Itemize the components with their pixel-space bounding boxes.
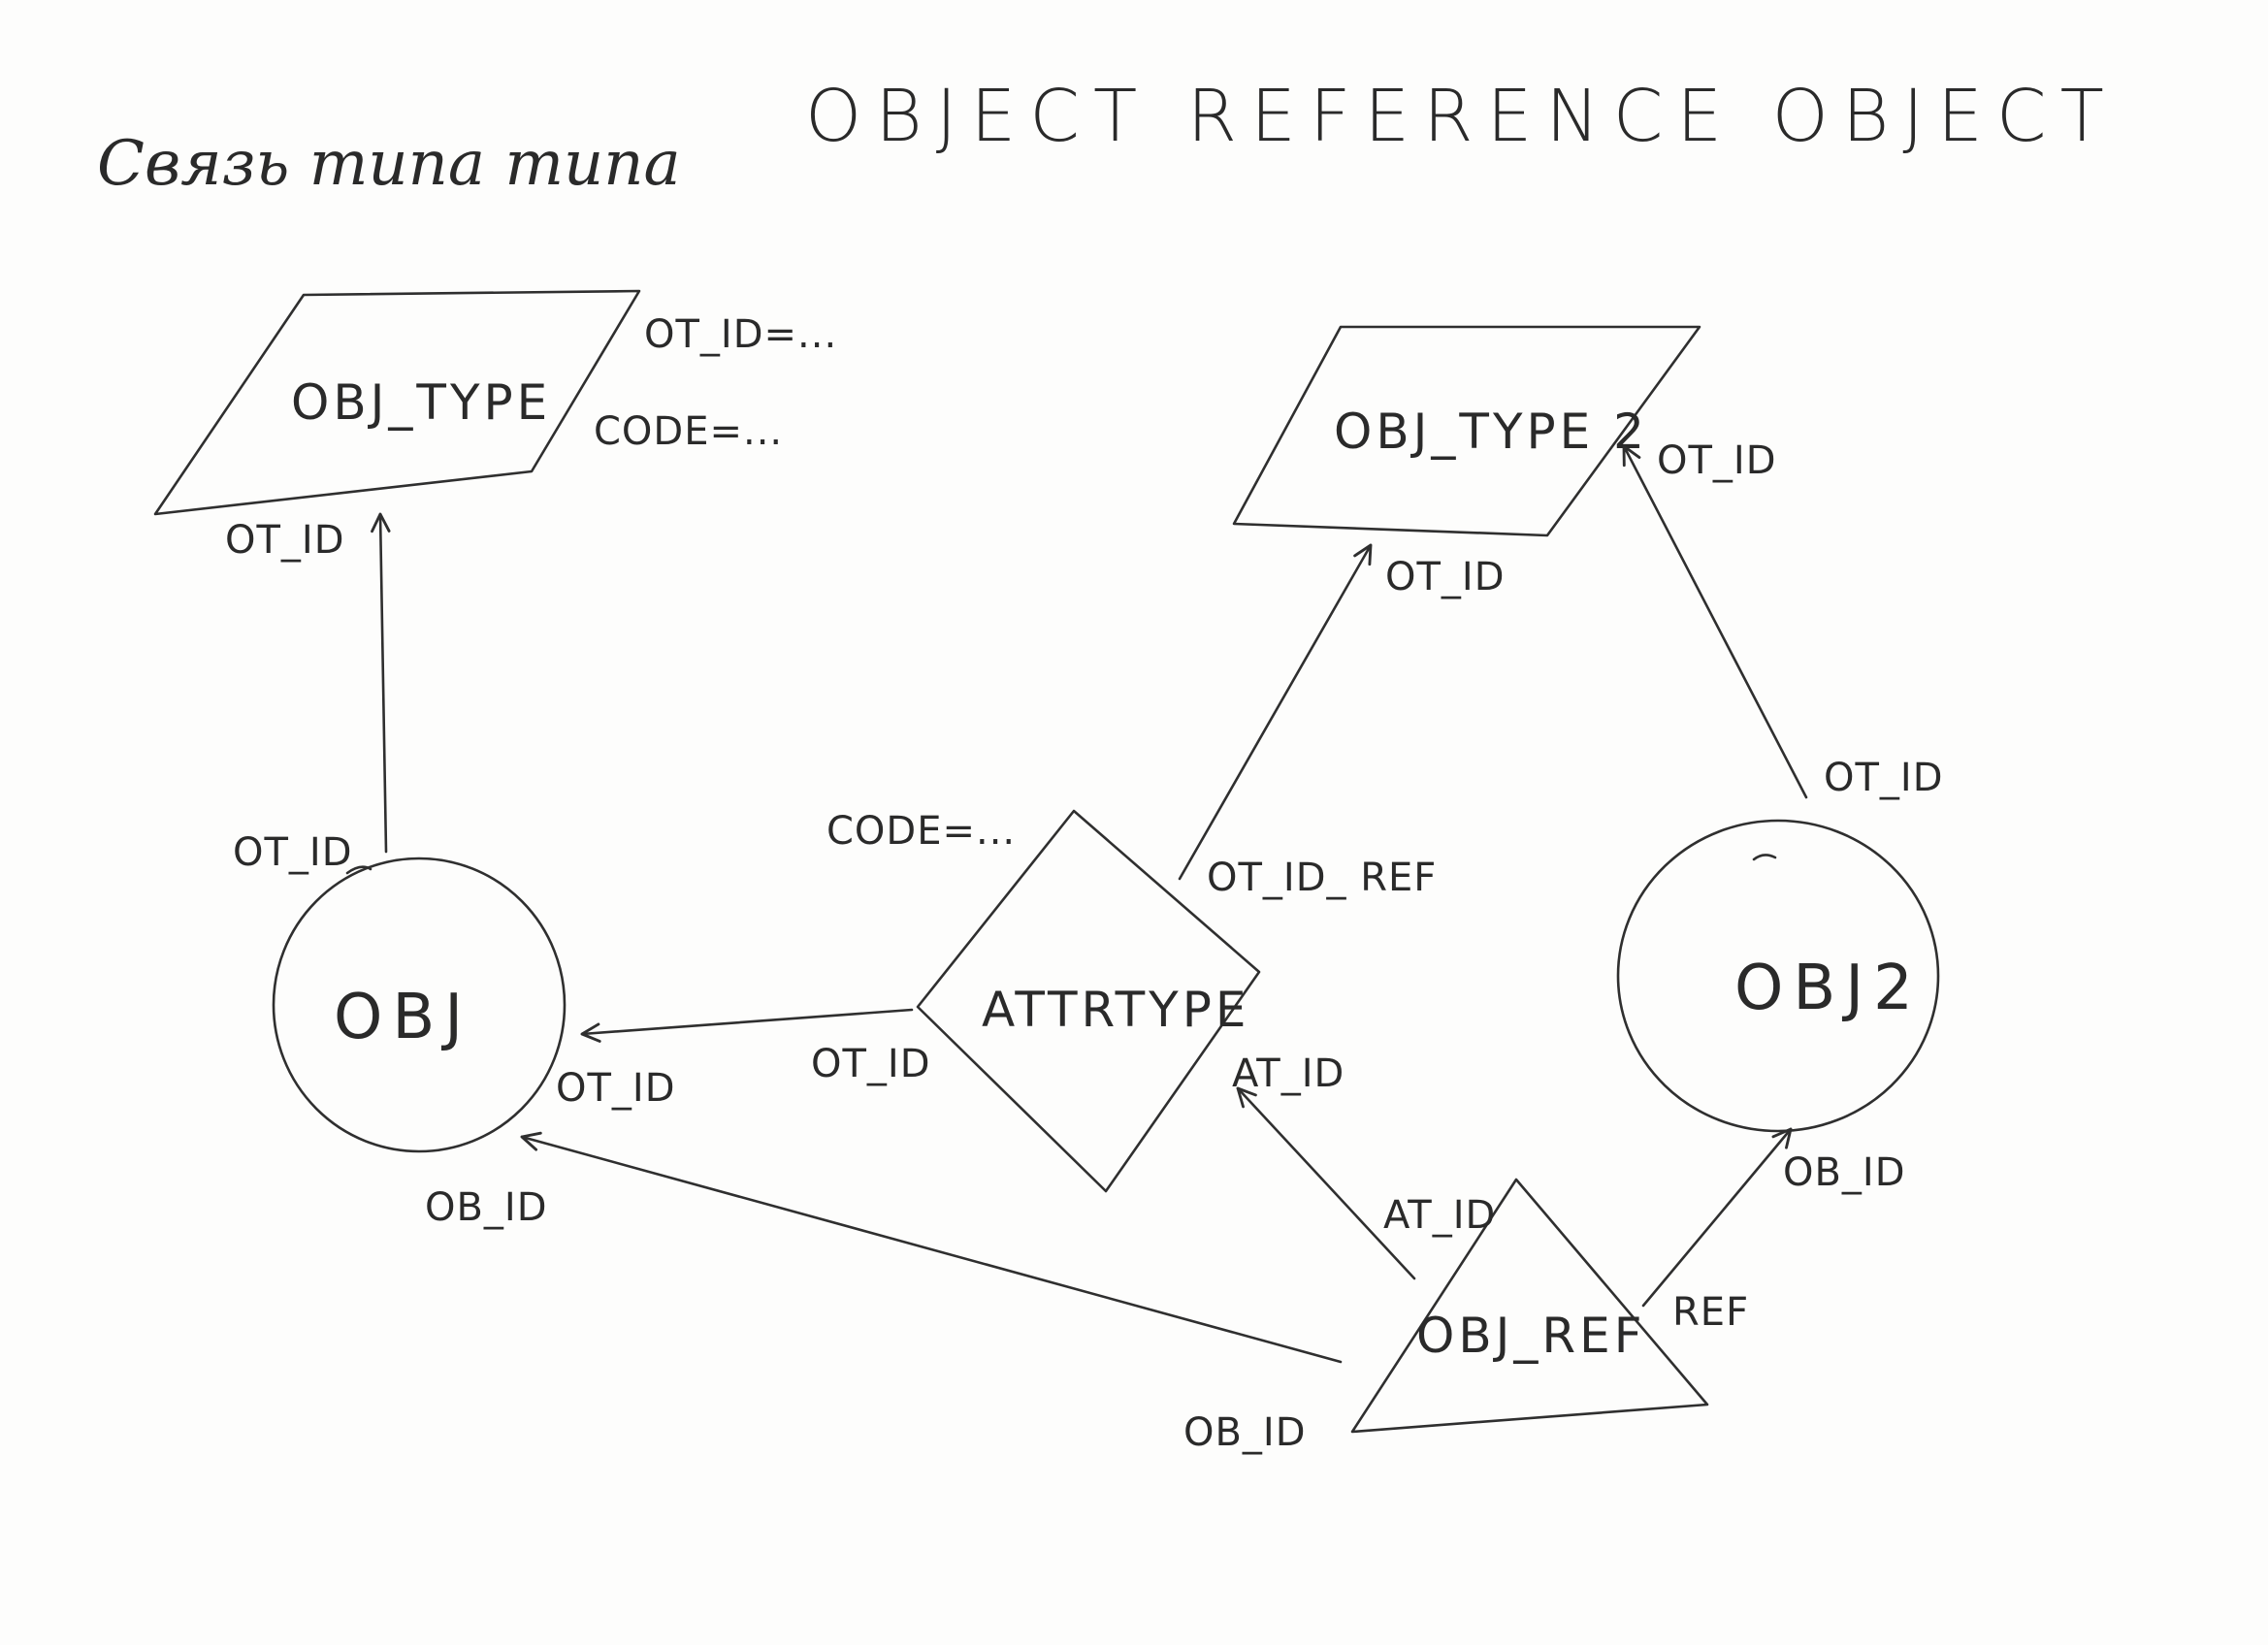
obj-type2-entity: OBJ_TYPE 2 (1232, 325, 1701, 537)
obj2-bottom-label: OB_ID (1783, 1150, 1906, 1195)
attrtype-at-id-label: AT_ID (1232, 1051, 1345, 1096)
attrtype-entity: ATTRTYPE (916, 809, 1261, 1193)
obj-type-entity: OBJ_TYPE (153, 289, 641, 516)
obj-top-tick (345, 865, 373, 875)
arrow-attrtype-to-obj (580, 1008, 914, 1043)
attrtype-label: ATTRTYPE (982, 982, 1249, 1038)
obj2-top-label: OT_ID (1824, 756, 1944, 800)
obj2-entity: OBJ2 (1616, 819, 1940, 1133)
obj-right-label: OT_ID (556, 1066, 676, 1111)
arrow-obj-ref-to-obj2 (1641, 1127, 1793, 1308)
arrow-obj-ref-to-obj (520, 1131, 1343, 1364)
attrtype-left-label: OT_ID (811, 1042, 931, 1086)
obj-type2-shape (1232, 325, 1701, 537)
obj-type-code-annotation: CODE=... (594, 409, 783, 454)
obj-type2-label: OBJ_TYPE 2 (1334, 404, 1648, 460)
obj-ref-label: OBJ_REF (1416, 1308, 1646, 1364)
obj-top-label: OT_ID (233, 830, 353, 875)
obj-type-ot-id-annotation: OT_ID=... (644, 312, 837, 357)
obj-label: OBJ (334, 982, 472, 1053)
title-latin: OBJECT REFERENCE OBJECT (805, 75, 2118, 158)
obj-entity: OBJ (272, 857, 567, 1153)
attrtype-ref-label: OT_ID_ REF (1207, 856, 1437, 900)
arrow-attrtype-to-obj-type2 (1178, 543, 1373, 881)
obj-ref-at-id-label: AT_ID (1383, 1193, 1496, 1238)
arrow-obj2-to-obj-type2 (1622, 444, 1808, 799)
obj-type2-bottom-label: OT_ID (1385, 555, 1506, 599)
attrtype-code-annotation: CODE=... (826, 809, 1016, 854)
arrow-obj-to-obj-type (371, 512, 391, 854)
attrtype-shape (916, 809, 1261, 1193)
title-cyrillic: Связь типа типа (97, 128, 681, 200)
obj-type-label: OBJ_TYPE (291, 374, 551, 431)
obj-ref-shape (1350, 1178, 1709, 1434)
obj2-label: OBJ2 (1734, 953, 1923, 1024)
obj-bottom-label: OB_ID (425, 1185, 548, 1230)
obj-type2-right-label: OT_ID (1657, 438, 1777, 483)
obj-type-shape (153, 289, 641, 516)
obj-ref-ref-label: REF (1672, 1290, 1749, 1335)
obj-ref-ob-id-label: OB_ID (1183, 1410, 1307, 1455)
arrow-obj-ref-to-attrtype (1236, 1086, 1416, 1280)
obj-shape (272, 857, 567, 1153)
obj-ref-entity: OBJ_REF (1350, 1178, 1709, 1434)
obj2-top-tick (1752, 854, 1777, 861)
obj-type-bottom-label: OT_ID (225, 518, 345, 563)
